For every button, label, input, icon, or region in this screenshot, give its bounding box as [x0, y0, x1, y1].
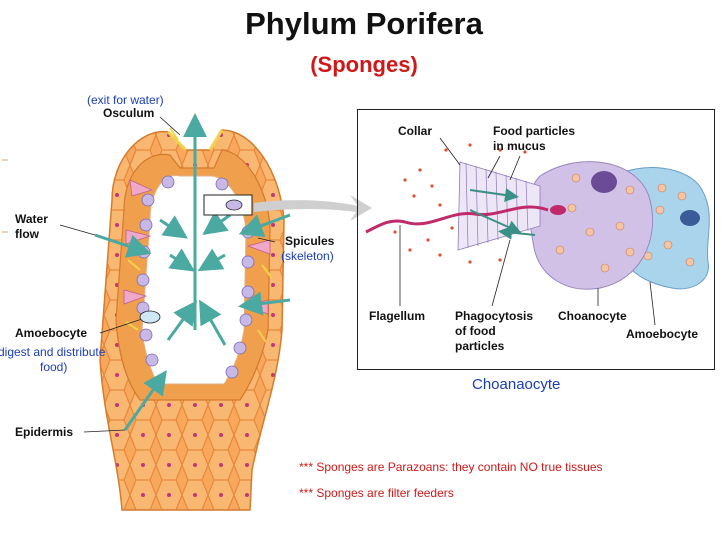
phagocytosis-label-2: of food [455, 324, 496, 338]
amoebocyte-note-2: food) [40, 360, 68, 374]
flagellum-label: Flagellum [369, 309, 426, 323]
amoebocyte-note-1: (digest and distribute [0, 345, 106, 359]
epidermis-label: Epidermis [15, 425, 74, 439]
choanocyte-label: Choanocyte [558, 309, 627, 323]
water-flow-label-1: Water [15, 212, 48, 226]
phagocytosis-label-3: particles [455, 339, 505, 353]
inset-amoebocyte-label: Amoebocyte [626, 327, 699, 341]
spicules-note: (skeleton) [281, 249, 334, 263]
food-particles-label-1: Food particles [493, 124, 576, 138]
osculum-label: Osculum [103, 106, 155, 120]
collar-label: Collar [398, 124, 433, 138]
amoebocyte-label: Amoebocyte [15, 326, 88, 340]
phagocytosis-label-1: Phagocytosis [455, 309, 534, 323]
water-flow-label-2: flow [15, 227, 39, 241]
page-title: Phylum Porifera [245, 6, 483, 41]
water-flow-arrows [94, 113, 291, 431]
sponge-amoebocyte-cell [139, 310, 161, 324]
spicules-label: Spicules [285, 234, 335, 248]
sponge-body [99, 127, 285, 511]
zoom-arrow [254, 195, 372, 221]
page-subtitle: (Sponges) [310, 52, 418, 77]
note-filter-feeders: *** Sponges are filter feeders [299, 486, 454, 500]
inset-cell-art [365, 137, 710, 326]
food-particles-label-2: in mucus [493, 139, 546, 153]
note-parazoans: *** Sponges are Parazoans: they contain … [299, 460, 603, 474]
inset-caption: Choanaocyte [472, 376, 561, 393]
osculum-note: (exit for water) [87, 93, 164, 107]
choanocyte-inset-frame [357, 109, 715, 370]
sponge-leader-lines [59, 116, 276, 433]
